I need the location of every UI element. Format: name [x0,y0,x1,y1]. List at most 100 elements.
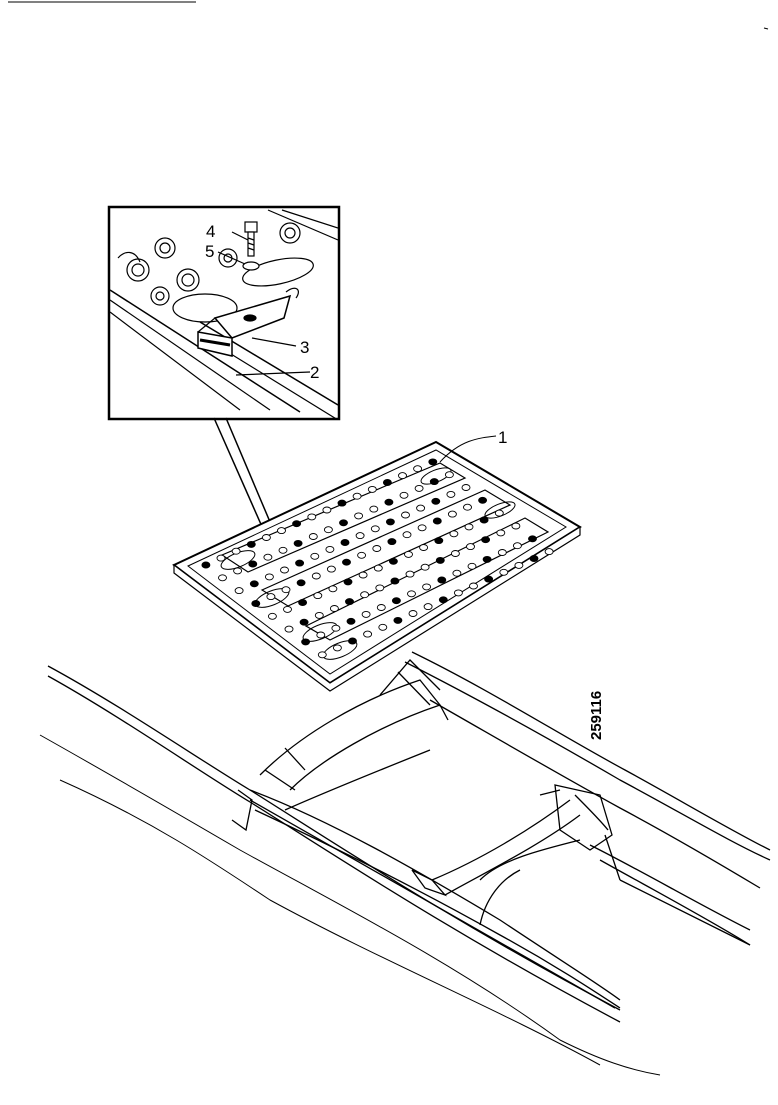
plate-hole [544,548,554,556]
plate-hole [479,516,489,524]
plate-hole [267,612,277,620]
plate-hole [358,571,368,579]
plate-hole [322,506,332,514]
plate-hole [372,545,382,552]
plate-hole [346,617,356,625]
plate-hole [446,490,456,498]
plate-hole [348,637,357,645]
plate-hole [339,519,348,527]
plate-hole [326,565,336,573]
plate-hole [266,593,276,601]
plate-hole [264,573,274,581]
plate-hole [390,577,400,585]
plate-hole [428,458,438,466]
plate-hole [323,526,333,534]
plate-hole [313,592,323,600]
plate-hole [393,616,403,624]
plate-hole [435,556,445,564]
plate-hole [484,575,494,583]
plate-hole [316,631,326,639]
plate-hole [310,552,320,560]
plate-hole [453,589,463,597]
plate-hole [432,517,442,525]
plate-hole [280,566,289,574]
plate-hole [407,590,416,598]
plate-hole [437,576,447,584]
figure-number: 259116 [588,691,605,740]
plate-hole [398,472,407,480]
plate-hole [494,509,504,517]
plate-hole [417,524,427,532]
plate-hole [391,597,401,605]
plate-hole [354,512,364,520]
chassis-frame [39,651,771,1076]
plate-hole [369,505,379,513]
plate-hole [352,492,362,500]
plate-hole [332,644,342,652]
plate-hole [419,544,429,551]
plate-hole [467,562,477,570]
plate-hole [293,539,303,547]
plate-hole [278,546,288,554]
plate-hole [481,536,491,544]
plate-hole [384,498,394,506]
plate-hole [512,542,522,550]
plate-hole [387,538,397,546]
plate-hole [444,471,454,479]
plate-hole [329,605,339,612]
plate-hole [355,532,365,540]
plate-hole [452,569,462,577]
plate-hole [463,503,472,511]
plate-hole [461,484,471,491]
plate-hole [401,511,410,519]
plate-hole [337,499,347,507]
plate-hole [499,568,509,576]
plate-hole [281,586,291,594]
floor-plate [172,435,582,692]
callout-3: 3 [300,338,309,357]
plate-hole [469,582,478,590]
plate-hole [233,567,243,575]
plate-hole [420,563,430,571]
plate-hole [261,534,271,541]
plate-hole [361,610,371,618]
plate-hole [301,638,311,646]
plate-hole [314,611,324,619]
plate-hole [216,554,226,562]
plate-hole [497,549,507,556]
plate-hole [408,610,418,617]
plate-hole [317,651,327,659]
plate-hole [331,624,341,632]
plate-hole [405,570,415,578]
plate-hole [299,618,309,626]
plate-hole [402,531,412,539]
plate-hole [246,540,256,548]
plate-hole [248,560,258,568]
plate-hole [528,535,537,543]
plate-hole [478,496,488,504]
plate-hole [431,497,441,505]
plate-holes [201,458,554,659]
plate-hole [284,625,294,633]
plate-hole [311,572,321,580]
plate-hole [434,537,444,545]
plate-hole [450,550,460,557]
callout-5: 5 [205,242,214,261]
plate-hole [325,545,335,553]
plate-hole [423,603,433,611]
plate-hole [296,579,306,587]
plate-hole [292,520,302,528]
plate-hole [231,547,241,555]
plate-hole [449,530,459,538]
plate-hole [511,522,521,530]
page-edge-mark [763,27,769,30]
plate-hole [343,578,353,586]
plate-hole [388,557,398,565]
plate-hole [263,553,273,561]
callout-1: 1 [498,428,507,447]
plate-hole [360,591,370,599]
plate-hole [370,525,380,533]
plate-hole [367,485,377,493]
